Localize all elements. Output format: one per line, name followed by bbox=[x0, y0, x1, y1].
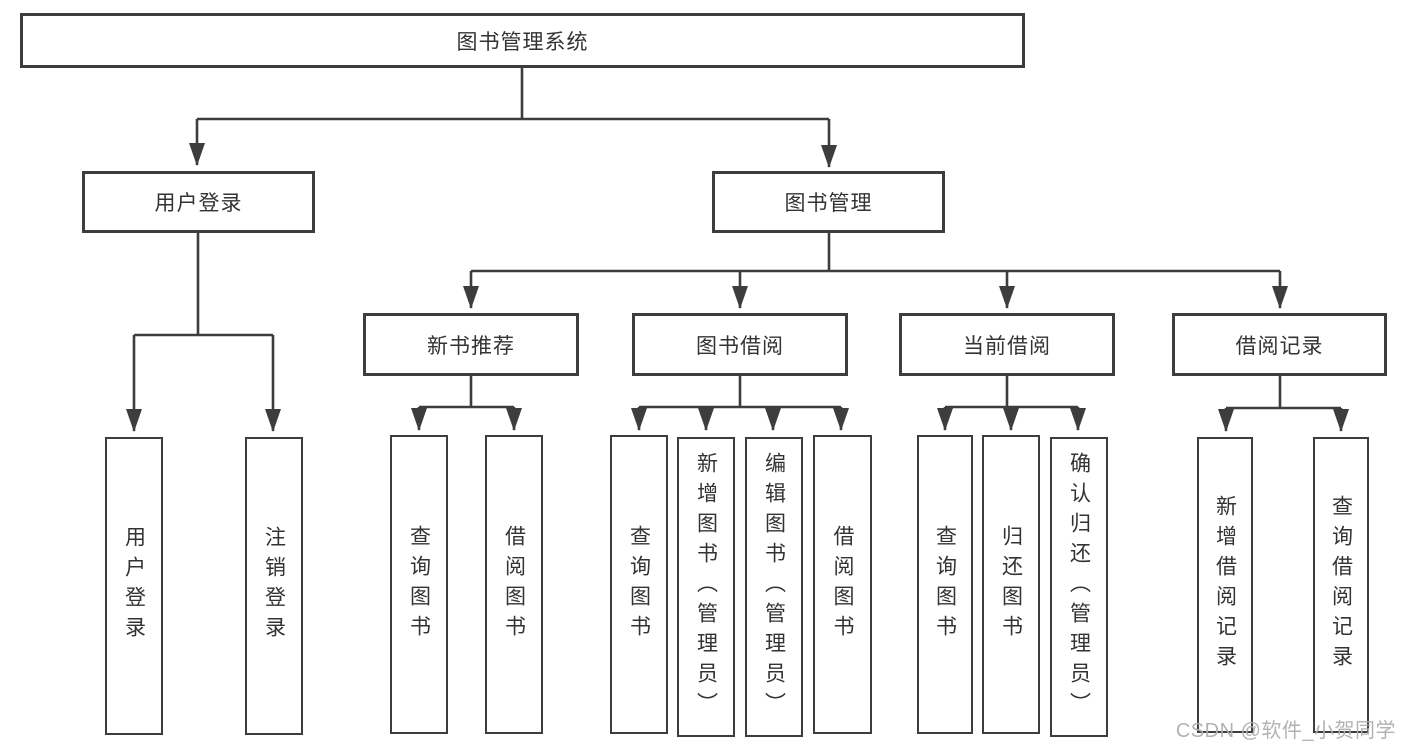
node-book-borrow-label: 图书借阅 bbox=[696, 334, 784, 358]
node-borrow-records: 借阅记录 bbox=[1172, 313, 1387, 376]
leaf-add-book-admin-label: 新增图书（管理员） bbox=[694, 452, 718, 722]
leaf-return-book-label: 归还图书 bbox=[999, 524, 1023, 645]
node-new-book-recommend: 新书推荐 bbox=[363, 313, 579, 376]
node-book-management: 图书管理 bbox=[712, 171, 945, 233]
node-book-management-label: 图书管理 bbox=[784, 192, 873, 215]
node-current-borrow-label: 当前借阅 bbox=[963, 334, 1051, 358]
leaf-user-login: 用户登录 bbox=[105, 437, 163, 735]
watermark-text: CSDN @软件_小贺同学 bbox=[1175, 720, 1396, 742]
leaf-logout-login-label: 注销登录 bbox=[262, 526, 286, 646]
leaf-newrec-query-book: 查询图书 bbox=[390, 435, 448, 734]
leaf-current-query-book: 查询图书 bbox=[917, 435, 973, 734]
leaf-confirm-return-admin-label: 确认归还（管理员） bbox=[1067, 452, 1091, 722]
leaf-add-book-admin: 新增图书（管理员） bbox=[677, 437, 735, 737]
node-current-borrow: 当前借阅 bbox=[899, 313, 1115, 376]
leaf-add-borrow-record: 新增借阅记录 bbox=[1197, 437, 1253, 733]
leaf-newrec-borrow-book: 借阅图书 bbox=[485, 435, 543, 734]
node-book-borrow: 图书借阅 bbox=[632, 313, 848, 376]
leaf-return-book: 归还图书 bbox=[982, 435, 1040, 734]
node-user-login-label: 用户登录 bbox=[154, 192, 243, 215]
leaf-logout-login: 注销登录 bbox=[245, 437, 303, 735]
leaf-edit-book-admin: 编辑图书（管理员） bbox=[745, 437, 803, 737]
leaf-borrow-book-label: 借阅图书 bbox=[831, 524, 854, 645]
leaf-query-borrow-record-label: 查询借阅记录 bbox=[1329, 495, 1353, 675]
node-user-login: 用户登录 bbox=[82, 171, 315, 233]
node-borrow-records-label: 借阅记录 bbox=[1235, 334, 1324, 358]
leaf-query-borrow-record: 查询借阅记录 bbox=[1313, 437, 1369, 733]
leaf-add-borrow-record-label: 新增借阅记录 bbox=[1213, 495, 1237, 675]
leaf-edit-book-admin-label: 编辑图书（管理员） bbox=[762, 452, 786, 722]
leaf-borrow-query-book: 查询图书 bbox=[610, 435, 668, 734]
leaf-borrow-book: 借阅图书 bbox=[813, 435, 872, 734]
leaf-borrow-query-book-label: 查询图书 bbox=[627, 524, 651, 645]
leaf-newrec-query-book-label: 查询图书 bbox=[407, 524, 431, 645]
leaf-user-login-label: 用户登录 bbox=[122, 526, 146, 646]
node-root-system-label: 图书管理系统 bbox=[456, 30, 589, 54]
node-new-book-recommend-label: 新书推荐 bbox=[427, 334, 515, 358]
node-root-system: 图书管理系统 bbox=[20, 13, 1025, 68]
leaf-newrec-borrow-book-label: 借阅图书 bbox=[502, 524, 526, 645]
leaf-current-query-book-label: 查询图书 bbox=[933, 524, 957, 645]
leaf-confirm-return-admin: 确认归还（管理员） bbox=[1050, 437, 1108, 737]
